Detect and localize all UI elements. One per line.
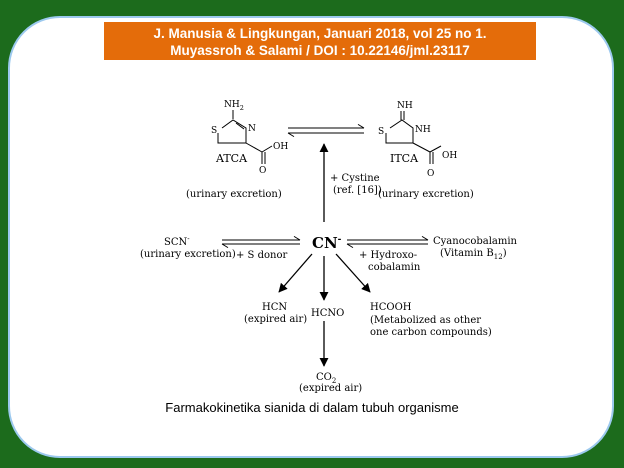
atca-n-label: N (248, 124, 256, 134)
cystine-label: + Cystine (330, 173, 380, 184)
cobalamin-equilibrium-arrows (347, 240, 428, 244)
atca-itca-equilibrium-arrows (288, 128, 364, 133)
citation-banner: J. Manusia & Lingkungan, Januari 2018, v… (104, 22, 536, 60)
cystine-ref: (ref. [16]) (333, 185, 382, 196)
hcn-label: HCN (262, 302, 287, 313)
hcooh-label: HCOOH (370, 302, 412, 313)
cobalamin-label: cobalamin (368, 262, 421, 273)
cyanide-center: CN- (312, 234, 342, 252)
atca-s-label: S (211, 126, 217, 136)
s-donor-label: + S donor (236, 250, 287, 261)
itca-nh-label: NH (397, 101, 413, 111)
hcn-arrow (278, 253, 313, 293)
co2-label: CO2 (316, 372, 336, 385)
scn-excretion: (urinary excretion) (140, 249, 236, 260)
itca-structure: NH S NH OH O ITCA (urinary excretion) (378, 101, 474, 200)
banner-line-2: Muyassroh & Salami / DOI : 10.22146/jml.… (170, 43, 470, 58)
atca-o-label: O (259, 166, 266, 176)
itca-s-label: S (378, 127, 384, 137)
hcn-note: (expired air) (244, 314, 307, 325)
itca-o-label: O (427, 169, 434, 179)
atca-oh-label: OH (273, 142, 288, 152)
atca-name: ATCA (215, 152, 248, 165)
atca-excretion: (urinary excretion) (186, 189, 282, 200)
hcno-label: HCNO (311, 308, 344, 319)
banner-line-1: J. Manusia & Lingkungan, Januari 2018, v… (153, 26, 487, 41)
slide-card (8, 16, 614, 458)
hcooh-note-2: one carbon compounds) (370, 327, 492, 338)
scn-label: SCN- (164, 235, 190, 248)
itca-excretion: (urinary excretion) (378, 189, 474, 200)
hcooh-note-1: (Metabolized as other (370, 315, 481, 326)
itca-name: ITCA (390, 152, 419, 165)
itca-ring-nh-label: NH (415, 125, 431, 135)
cyanocobalamin-label: Cyanocobalamin (433, 236, 518, 247)
itca-oh-label: OH (442, 151, 457, 161)
hcooh-arrow (335, 253, 371, 293)
hydroxo-label: + Hydroxo- (359, 250, 417, 261)
atca-nh2-label: NH2 (224, 100, 244, 112)
scn-equilibrium-arrows (222, 240, 300, 244)
figure-caption: Farmakokinetika sianida di dalam tubuh o… (165, 400, 459, 415)
vitamin-b12-label: (Vitamin B12) (440, 248, 507, 261)
atca-structure: NH2 S N OH O ATCA (urinary excretion) (186, 100, 288, 200)
co2-note: (expired air) (299, 383, 362, 394)
